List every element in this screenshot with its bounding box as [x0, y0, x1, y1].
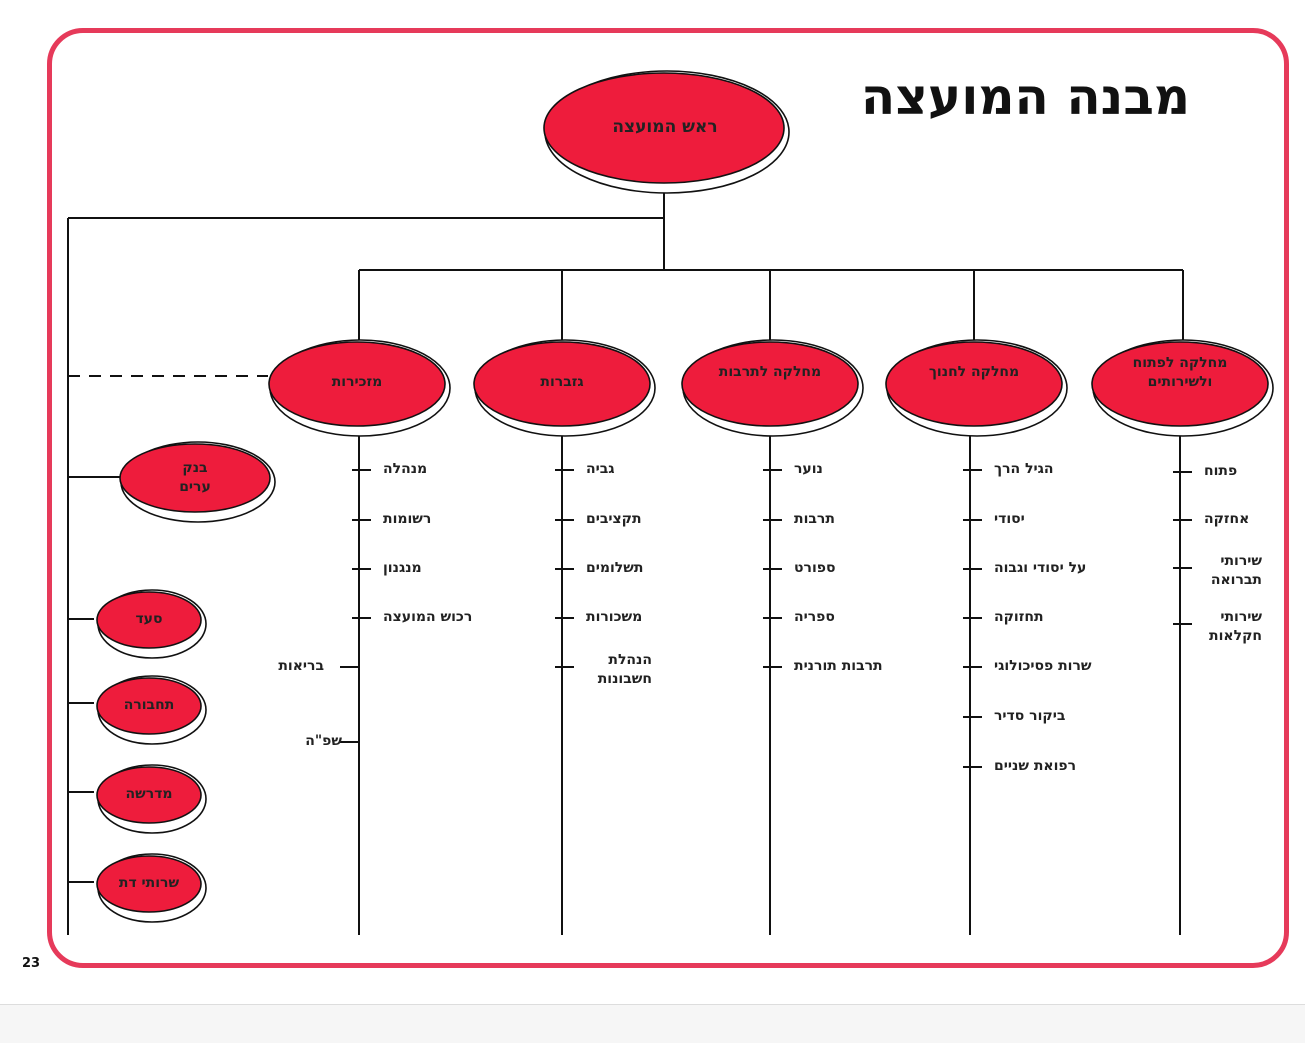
department-label: גזברות: [540, 373, 584, 390]
department-item: משכורות: [586, 609, 643, 625]
department-item: ספורט: [794, 560, 836, 576]
side-unit-oval: [119, 441, 276, 523]
department-item: פתוח: [1204, 463, 1238, 479]
department-item: הנהלת חשבונות: [597, 652, 652, 687]
secretariat-extra-item: שפ"ה: [305, 733, 342, 749]
department-oval: [1091, 339, 1274, 437]
side-unit-oval: [96, 853, 207, 923]
department-item: הגיל הרך: [994, 461, 1054, 477]
head-label: ראש המועצה: [612, 117, 718, 137]
department-item: תרבות: [794, 511, 835, 527]
department-item: ביקור סדיר: [994, 708, 1066, 724]
department-item: גביה: [586, 461, 615, 477]
side-unit-oval: [96, 675, 207, 745]
department-item: אחזקה: [1204, 511, 1250, 527]
side-unit-oval: [96, 589, 207, 659]
department-item: רכוש המועצה: [383, 609, 473, 625]
department-oval: [268, 339, 451, 437]
department-label: מחלקה לחנוך: [928, 364, 1020, 380]
side-unit-label: תחבורה: [123, 697, 175, 713]
department-item: מנגנון: [383, 560, 422, 576]
page-number: 23: [22, 956, 41, 971]
chart-title: מבנה המועצה: [860, 68, 1190, 126]
department-oval: [473, 339, 656, 437]
department-item: שרות פסיכולוגי: [994, 658, 1092, 674]
scan-bottom-band: [0, 1004, 1305, 1043]
department-item: תרבות תורנית: [794, 658, 883, 674]
department-item: שירותי תברואה: [1210, 553, 1262, 588]
head-oval: [543, 70, 790, 194]
department-item: רפואת שניים: [994, 758, 1077, 774]
side-unit-label: מדרשה: [125, 786, 173, 802]
department-item: רשומות: [383, 511, 432, 527]
department-label: מחלקה לפתוח ולשירותים: [1132, 354, 1228, 390]
department-item: שירותי חקלאות: [1209, 609, 1262, 644]
department-item: ספריה: [794, 609, 835, 625]
department-item: מנהלה: [383, 461, 428, 477]
department-item: יסודי: [994, 511, 1025, 527]
department-item: נוער: [794, 461, 823, 477]
department-oval: [885, 339, 1068, 437]
department-item: תשלומים: [586, 560, 644, 576]
side-unit-oval: [96, 764, 207, 834]
department-oval: [681, 339, 864, 437]
page-frame: [47, 28, 1289, 968]
side-unit-label: בנק ערים: [179, 460, 211, 495]
department-item: תקציבים: [586, 511, 642, 527]
department-item: על יסודי וגבוה: [994, 560, 1087, 576]
secretariat-extra-item: בריאות: [278, 658, 324, 674]
department-label: מזכירות: [331, 373, 383, 390]
side-unit-label: סעד: [135, 611, 163, 627]
department-item: תחזוקה: [994, 609, 1044, 625]
department-label: מחלקה לתרבות: [718, 364, 822, 380]
side-unit-label: שרותי דת: [118, 875, 180, 891]
